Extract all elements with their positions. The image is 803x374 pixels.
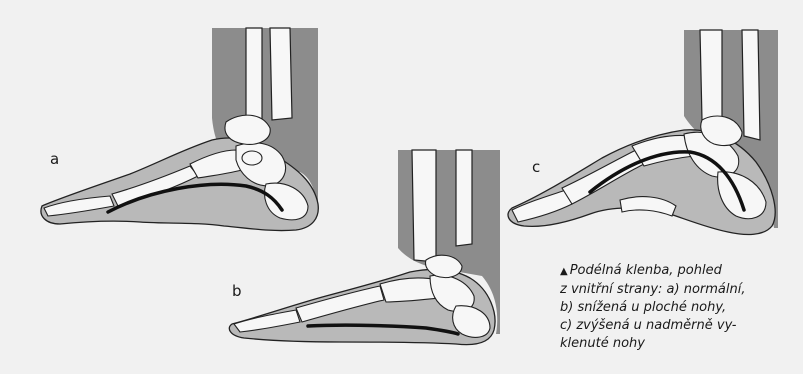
caption-line-5: klenuté nohy xyxy=(560,335,796,353)
caption-line-1: Podélná klenba, pohled xyxy=(570,263,722,278)
foot-c xyxy=(508,30,778,234)
caption-line-3: b) snížená u ploché nohy, xyxy=(560,299,796,317)
figure-caption: ▲Podélná klenba, pohled z vnitřní strany… xyxy=(560,262,796,353)
triangle-marker-icon: ▲ xyxy=(560,266,568,277)
panel-label-b: b xyxy=(232,282,242,300)
panel-label-c: c xyxy=(532,158,540,176)
panel-label-a: a xyxy=(50,150,59,168)
caption-line-4: c) zvýšená u nadměrně vy- xyxy=(560,317,796,335)
caption-line-2: z vnitřní strany: a) normální, xyxy=(560,281,796,299)
foot-a xyxy=(41,28,318,231)
